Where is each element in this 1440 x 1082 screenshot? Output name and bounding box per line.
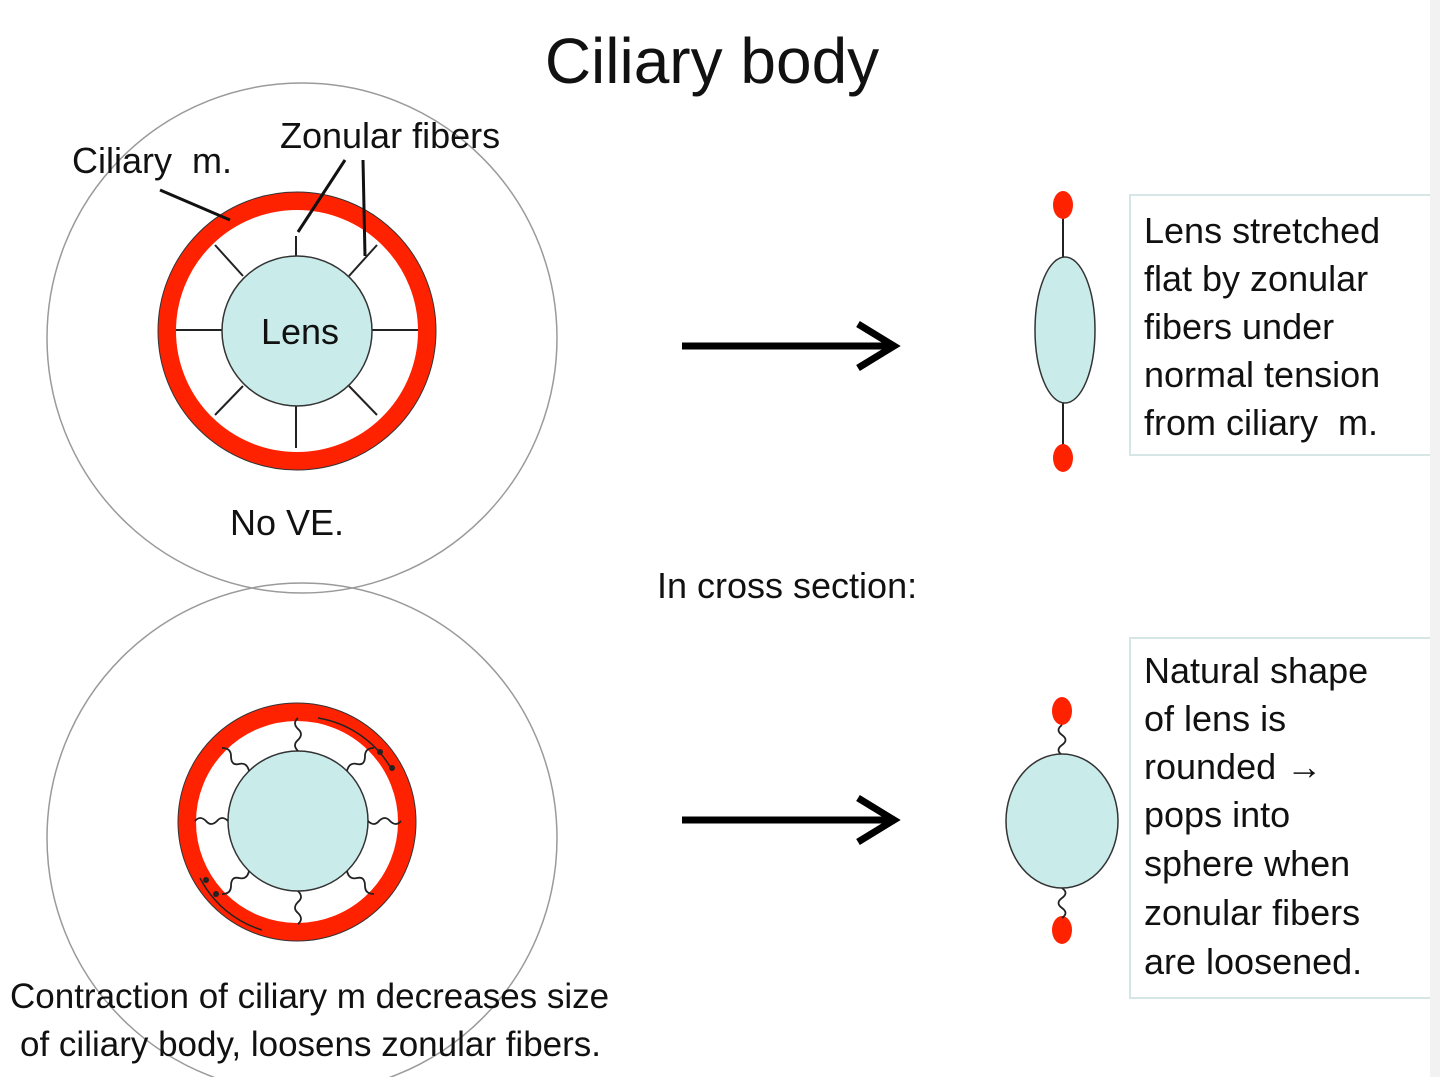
caption-line: Contraction of ciliary m decreases size xyxy=(10,977,609,1016)
top-arrow xyxy=(682,321,901,371)
zonular-pointer-1 xyxy=(296,159,347,233)
bottom-ciliary-muscle-ring xyxy=(178,703,416,941)
bottom-note-box: Natural shape of lens is rounded → pops … xyxy=(1129,637,1433,999)
bottom-red-dot-lower xyxy=(1052,916,1072,944)
top-red-dot-upper xyxy=(1053,191,1073,219)
bottom-arrow xyxy=(682,795,901,845)
slide-edge-strip xyxy=(1430,0,1440,1077)
bottom-eye-diagram xyxy=(46,582,558,1082)
top-cross-section xyxy=(1034,191,1096,472)
top-flat-lens xyxy=(1034,256,1096,404)
top-eye-diagram: Lens Ciliary m. Zonular fibers No VE. xyxy=(46,82,558,594)
top-note-line: Lens stretched xyxy=(1144,210,1380,251)
bottom-loose-fiber-lower xyxy=(1057,887,1067,919)
caption-line: of ciliary body, loosens zonular fibers. xyxy=(20,1025,601,1064)
bottom-eye-outline xyxy=(46,582,558,1082)
bottom-note-line: zonular fibers xyxy=(1144,892,1360,933)
bottom-note-line: pops into xyxy=(1144,794,1290,835)
bottom-caption: Contraction of ciliary m decreases size … xyxy=(10,977,619,1064)
lens-label: Lens xyxy=(261,311,339,352)
bottom-cross-section xyxy=(1005,697,1119,944)
no-ve-label: No VE. xyxy=(230,502,344,543)
bottom-note-line: Natural shape xyxy=(1144,650,1368,691)
bottom-note-line: are loosened. xyxy=(1144,941,1362,982)
svg-text:Natural shape of lens is: Natural shape of lens is rounded → pops … xyxy=(1144,650,1368,982)
cross-section-label: In cross section: xyxy=(657,565,917,606)
top-note-line: flat by zonular xyxy=(1144,258,1368,299)
zonular-pointer-2 xyxy=(361,159,367,257)
ciliary-m-label: Ciliary m. xyxy=(72,140,232,181)
slide-title: Ciliary body xyxy=(545,25,879,97)
top-lens xyxy=(221,255,373,407)
top-note-line: fibers under xyxy=(1144,306,1334,347)
bottom-loose-fiber-upper xyxy=(1057,724,1067,756)
bottom-note-line: sphere when xyxy=(1144,843,1350,884)
top-note-line: normal tension xyxy=(1144,354,1380,395)
top-note-line: from ciliary m. xyxy=(1144,402,1378,443)
ciliary-m-pointer xyxy=(159,188,231,222)
top-ciliary-muscle-ring xyxy=(158,192,436,470)
bottom-note-line: of lens is xyxy=(1144,698,1286,739)
top-note-box: Lens stretched flat by zonular fibers un… xyxy=(0,0,1440,456)
bottom-red-dot-upper xyxy=(1052,697,1072,725)
bottom-rounded-lens xyxy=(1005,753,1119,889)
zonular-fibers-label: Zonular fibers xyxy=(280,115,500,156)
bottom-note-line: rounded → xyxy=(1144,746,1322,787)
top-eye-outline xyxy=(46,82,558,594)
bottom-lens xyxy=(227,750,369,892)
svg-text:Lens stretched flat by z: Lens stretched flat by zonular fibers un… xyxy=(0,0,1440,443)
bottom-zonular-fibers xyxy=(194,717,402,925)
top-red-dot-lower xyxy=(1053,444,1073,472)
